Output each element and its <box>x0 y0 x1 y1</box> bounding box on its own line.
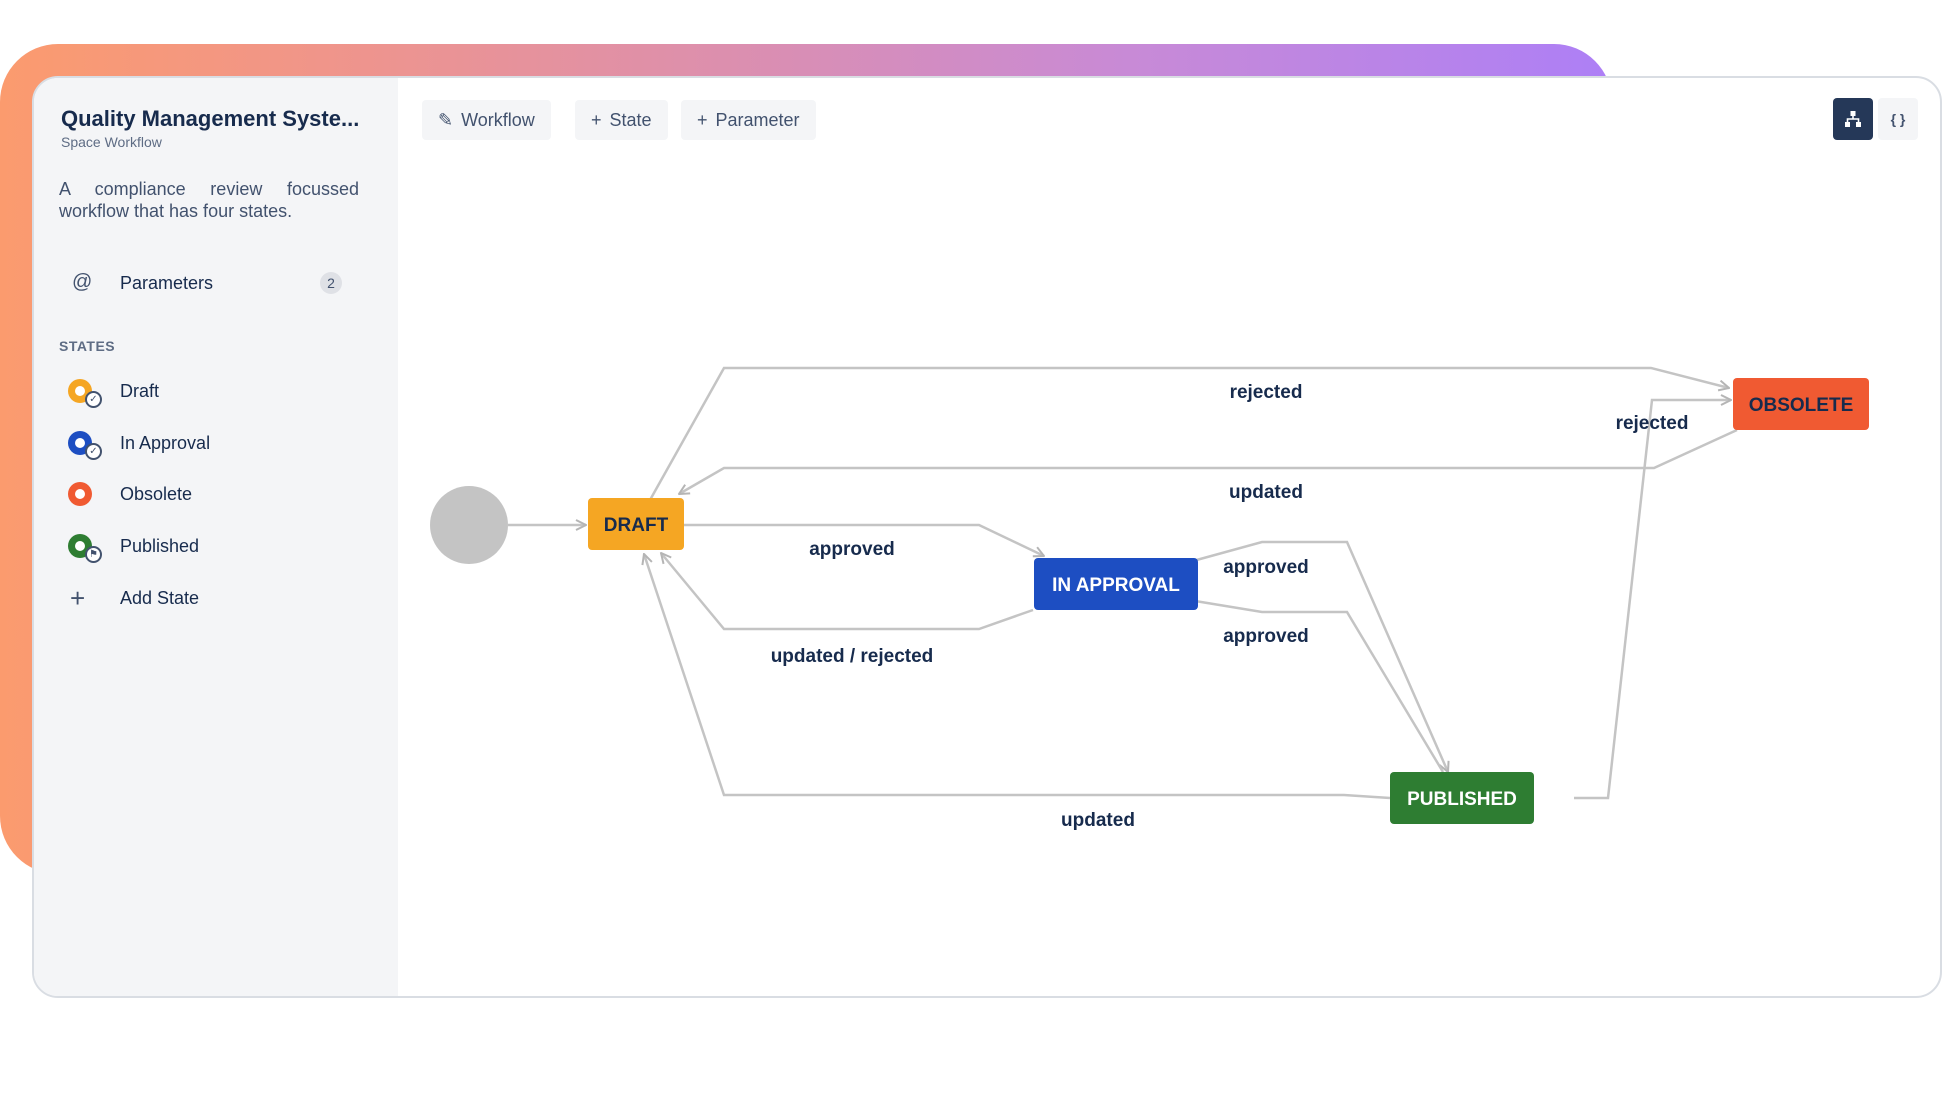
workflow-description[interactable]: A compliance review focussed workflow th… <box>59 179 359 221</box>
diagram-icon <box>1845 111 1861 127</box>
add-parameter-button[interactable]: + Parameter <box>681 100 816 140</box>
edge-label-published-draft: updated <box>1061 810 1135 831</box>
code-braces-icon: { } <box>1890 111 1906 127</box>
in-approval-node-label: IN APPROVAL <box>1052 575 1180 596</box>
sidebar: Quality Management Syste... Space Workfl… <box>34 78 398 996</box>
edge-label-published-obsolete: rejected <box>1616 413 1689 434</box>
obsolete-state-icon <box>62 479 98 509</box>
workflow-button-label: Workflow <box>461 109 535 130</box>
parameter-button-label: Parameter <box>715 109 800 130</box>
sidebar-item-label: Obsolete <box>120 483 193 504</box>
add-state-toolbar-button[interactable]: + State <box>575 100 668 140</box>
json-view-button[interactable]: { } <box>1878 98 1918 140</box>
edge-published-obsolete <box>1574 400 1731 800</box>
sidebar-item-label: Published <box>120 535 200 556</box>
states-section-heading: STATES <box>59 338 116 354</box>
edge-in-approval-published <box>1181 540 1448 772</box>
pencil-icon: ✎ <box>438 109 454 130</box>
edge-obsolete-draft <box>679 428 1738 494</box>
published-node-label: PUBLISHED <box>1407 789 1517 810</box>
sidebar-item-label: Draft <box>120 380 160 401</box>
sidebar-item-published[interactable]: ⚑ Published <box>62 531 382 563</box>
edge-label-draft-in-approval: approved <box>809 539 895 560</box>
edge-label-in-approval-draft: updated / rejected <box>771 646 934 667</box>
published-state-icon: ⚑ <box>62 531 102 563</box>
edge-label-published-in-approval: approved <box>1223 626 1309 647</box>
state-button-label: State <box>609 109 652 130</box>
edge-in-approval-draft <box>661 553 1034 631</box>
diagram-view-button[interactable] <box>1833 98 1873 140</box>
parameters-count-badge: 2 <box>320 272 342 294</box>
add-state-label: Add State <box>120 587 200 608</box>
at-icon: @ <box>72 271 93 293</box>
state-node-draft: DRAFT <box>588 498 684 550</box>
workflow-editor-window: Quality Management Syste... Space Workfl… <box>32 76 1942 998</box>
start-node <box>430 486 508 564</box>
draft-node-label: DRAFT <box>604 515 669 536</box>
sidebar-item-draft[interactable]: ✓ Draft <box>62 376 382 408</box>
obsolete-node-label: OBSOLETE <box>1749 395 1854 416</box>
sidebar-item-in-approval[interactable]: ✓ In Approval <box>62 428 382 460</box>
sidebar-item-label: Parameters <box>120 272 214 293</box>
workflow-button[interactable]: ✎ Workflow <box>422 100 551 140</box>
workflow-title: Quality Management Syste... <box>61 106 360 131</box>
plus-icon: + <box>697 109 708 130</box>
add-state-button[interactable]: + Add State <box>62 583 382 613</box>
edge-draft-in-approval <box>684 523 1044 556</box>
sidebar-item-parameters[interactable]: @ Parameters 2 <box>62 268 382 298</box>
in-approval-state-icon: ✓ <box>62 428 102 460</box>
sidebar-item-label: In Approval <box>120 432 211 453</box>
state-node-published: PUBLISHED <box>1390 772 1534 824</box>
plus-icon: + <box>591 109 602 130</box>
state-node-obsolete: OBSOLETE <box>1733 378 1869 430</box>
edge-label-in-approval-published: approved <box>1223 557 1309 578</box>
draft-state-icon: ✓ <box>62 376 102 408</box>
edge-label-draft-obsolete: rejected <box>1230 382 1303 403</box>
edge-published-in-approval <box>1183 599 1445 773</box>
plus-icon: + <box>70 583 86 613</box>
edge-draft-obsolete <box>648 366 1729 501</box>
sidebar-item-obsolete[interactable]: Obsolete <box>62 479 382 509</box>
state-node-in-approval: IN APPROVAL <box>1034 558 1198 610</box>
edge-label-obsolete-draft: updated <box>1229 482 1303 503</box>
edge-published-draft <box>644 554 1391 800</box>
workflow-subtitle: Space Workflow <box>61 134 162 150</box>
workflow-diagram[interactable]: DRAFT IN APPROVAL OBSOLETE PUBLISHED rej… <box>34 78 1940 996</box>
